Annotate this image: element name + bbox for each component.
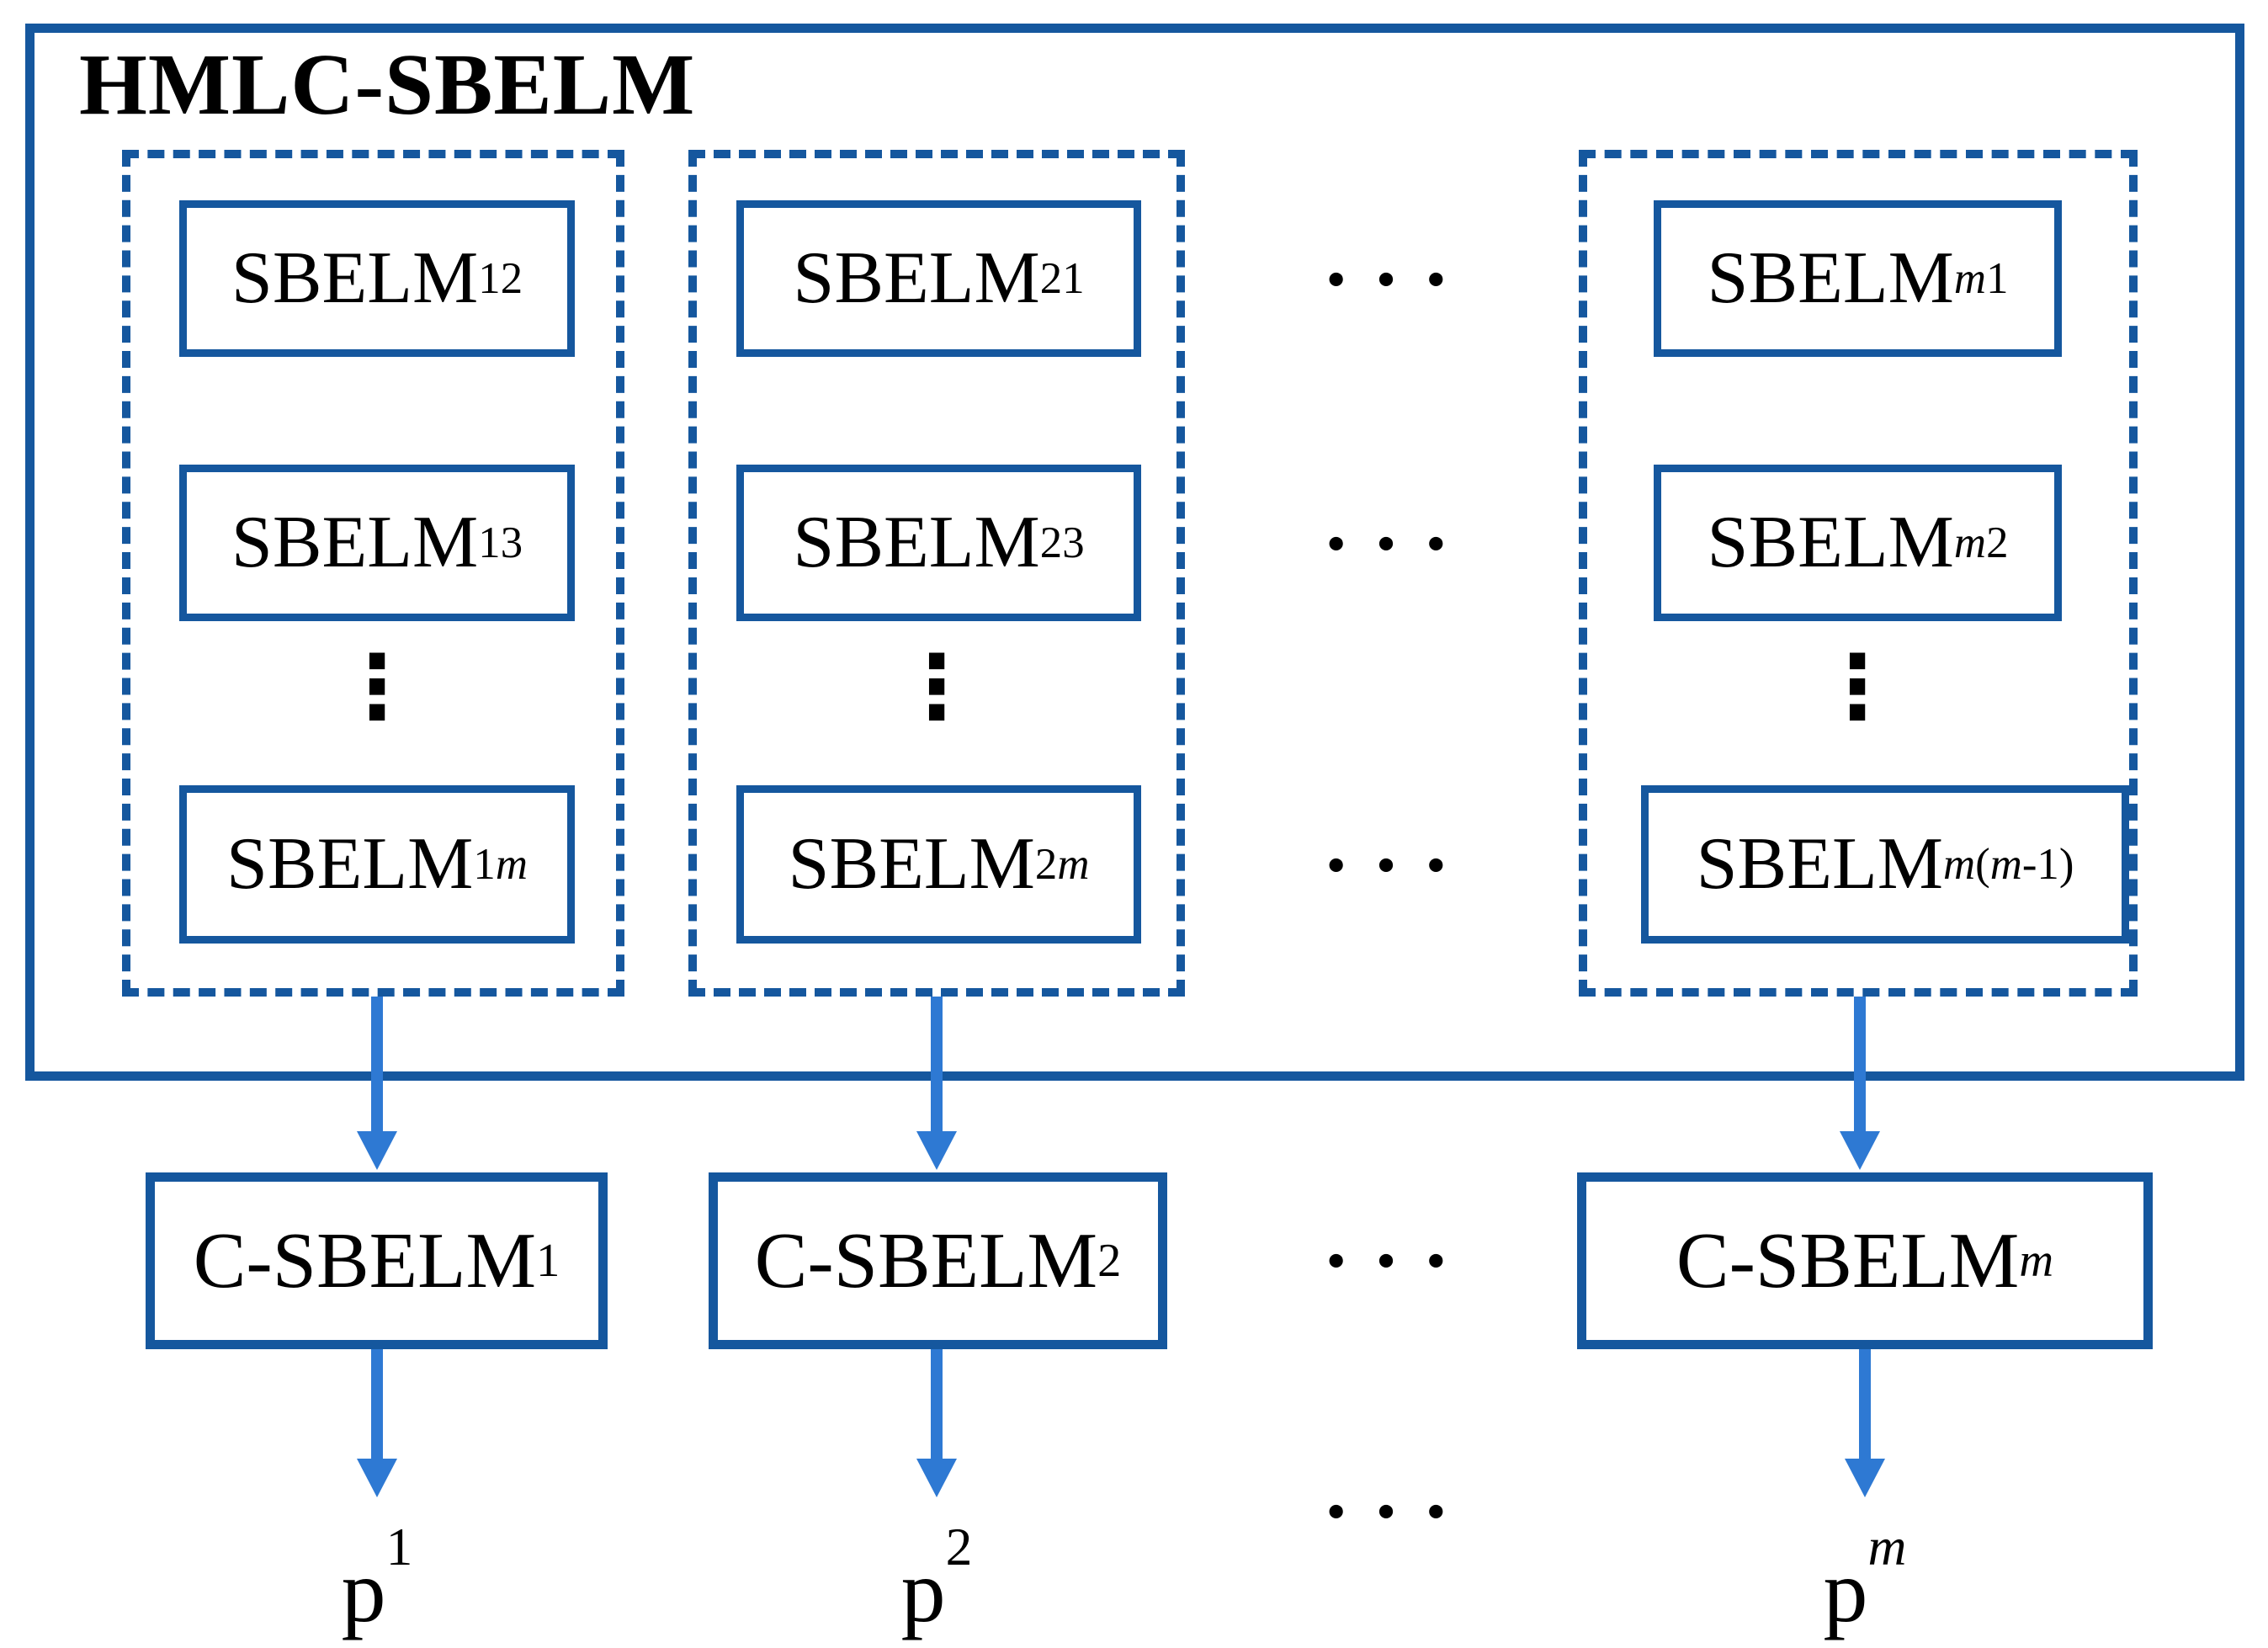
arrow-stem (931, 1349, 943, 1460)
down-arrow-combiner3-to-output3 (1845, 1349, 1885, 1502)
arrow-head-icon (1840, 1131, 1880, 1170)
horizontal-ellipsis-combiner-row: ··· (1321, 1214, 1473, 1307)
arrow-head-icon (357, 1131, 397, 1170)
arrow-head-icon (357, 1459, 397, 1497)
down-arrow-combiner1-to-output1 (357, 1349, 397, 1502)
sbelm-group-2-dashed-box (688, 150, 1185, 997)
horizontal-ellipsis-output-row: ··· (1321, 1465, 1473, 1558)
horizontal-ellipsis-row3: ··· (1321, 818, 1473, 912)
sbelm-group-3-dashed-box (1579, 150, 2138, 997)
arrow-stem (1859, 1349, 1871, 1460)
vertical-ellipsis-group-2: ⋮ (893, 635, 980, 738)
down-arrow-group1-to-combiner1 (357, 997, 397, 1173)
arrow-stem (931, 997, 943, 1133)
vertical-ellipsis-group-1: ⋮ (333, 635, 421, 738)
down-arrow-combiner2-to-output2 (916, 1349, 957, 1502)
down-arrow-group2-to-combiner2 (916, 997, 957, 1173)
arrow-head-icon (916, 1131, 957, 1170)
arrow-head-icon (916, 1459, 957, 1497)
vertical-ellipsis-group-3: ⋮ (1814, 635, 1901, 738)
down-arrow-group3-to-combiner3 (1840, 997, 1880, 1173)
horizontal-ellipsis-row2: ··· (1321, 497, 1473, 590)
arrow-stem (371, 997, 383, 1133)
arrow-stem (371, 1349, 383, 1460)
horizontal-ellipsis-row1: ··· (1321, 232, 1473, 326)
sbelm-group-1-dashed-box (122, 150, 624, 997)
arrow-stem (1854, 997, 1866, 1133)
arrow-head-icon (1845, 1459, 1885, 1497)
figure-title: HMLC-SBELM (79, 36, 696, 133)
